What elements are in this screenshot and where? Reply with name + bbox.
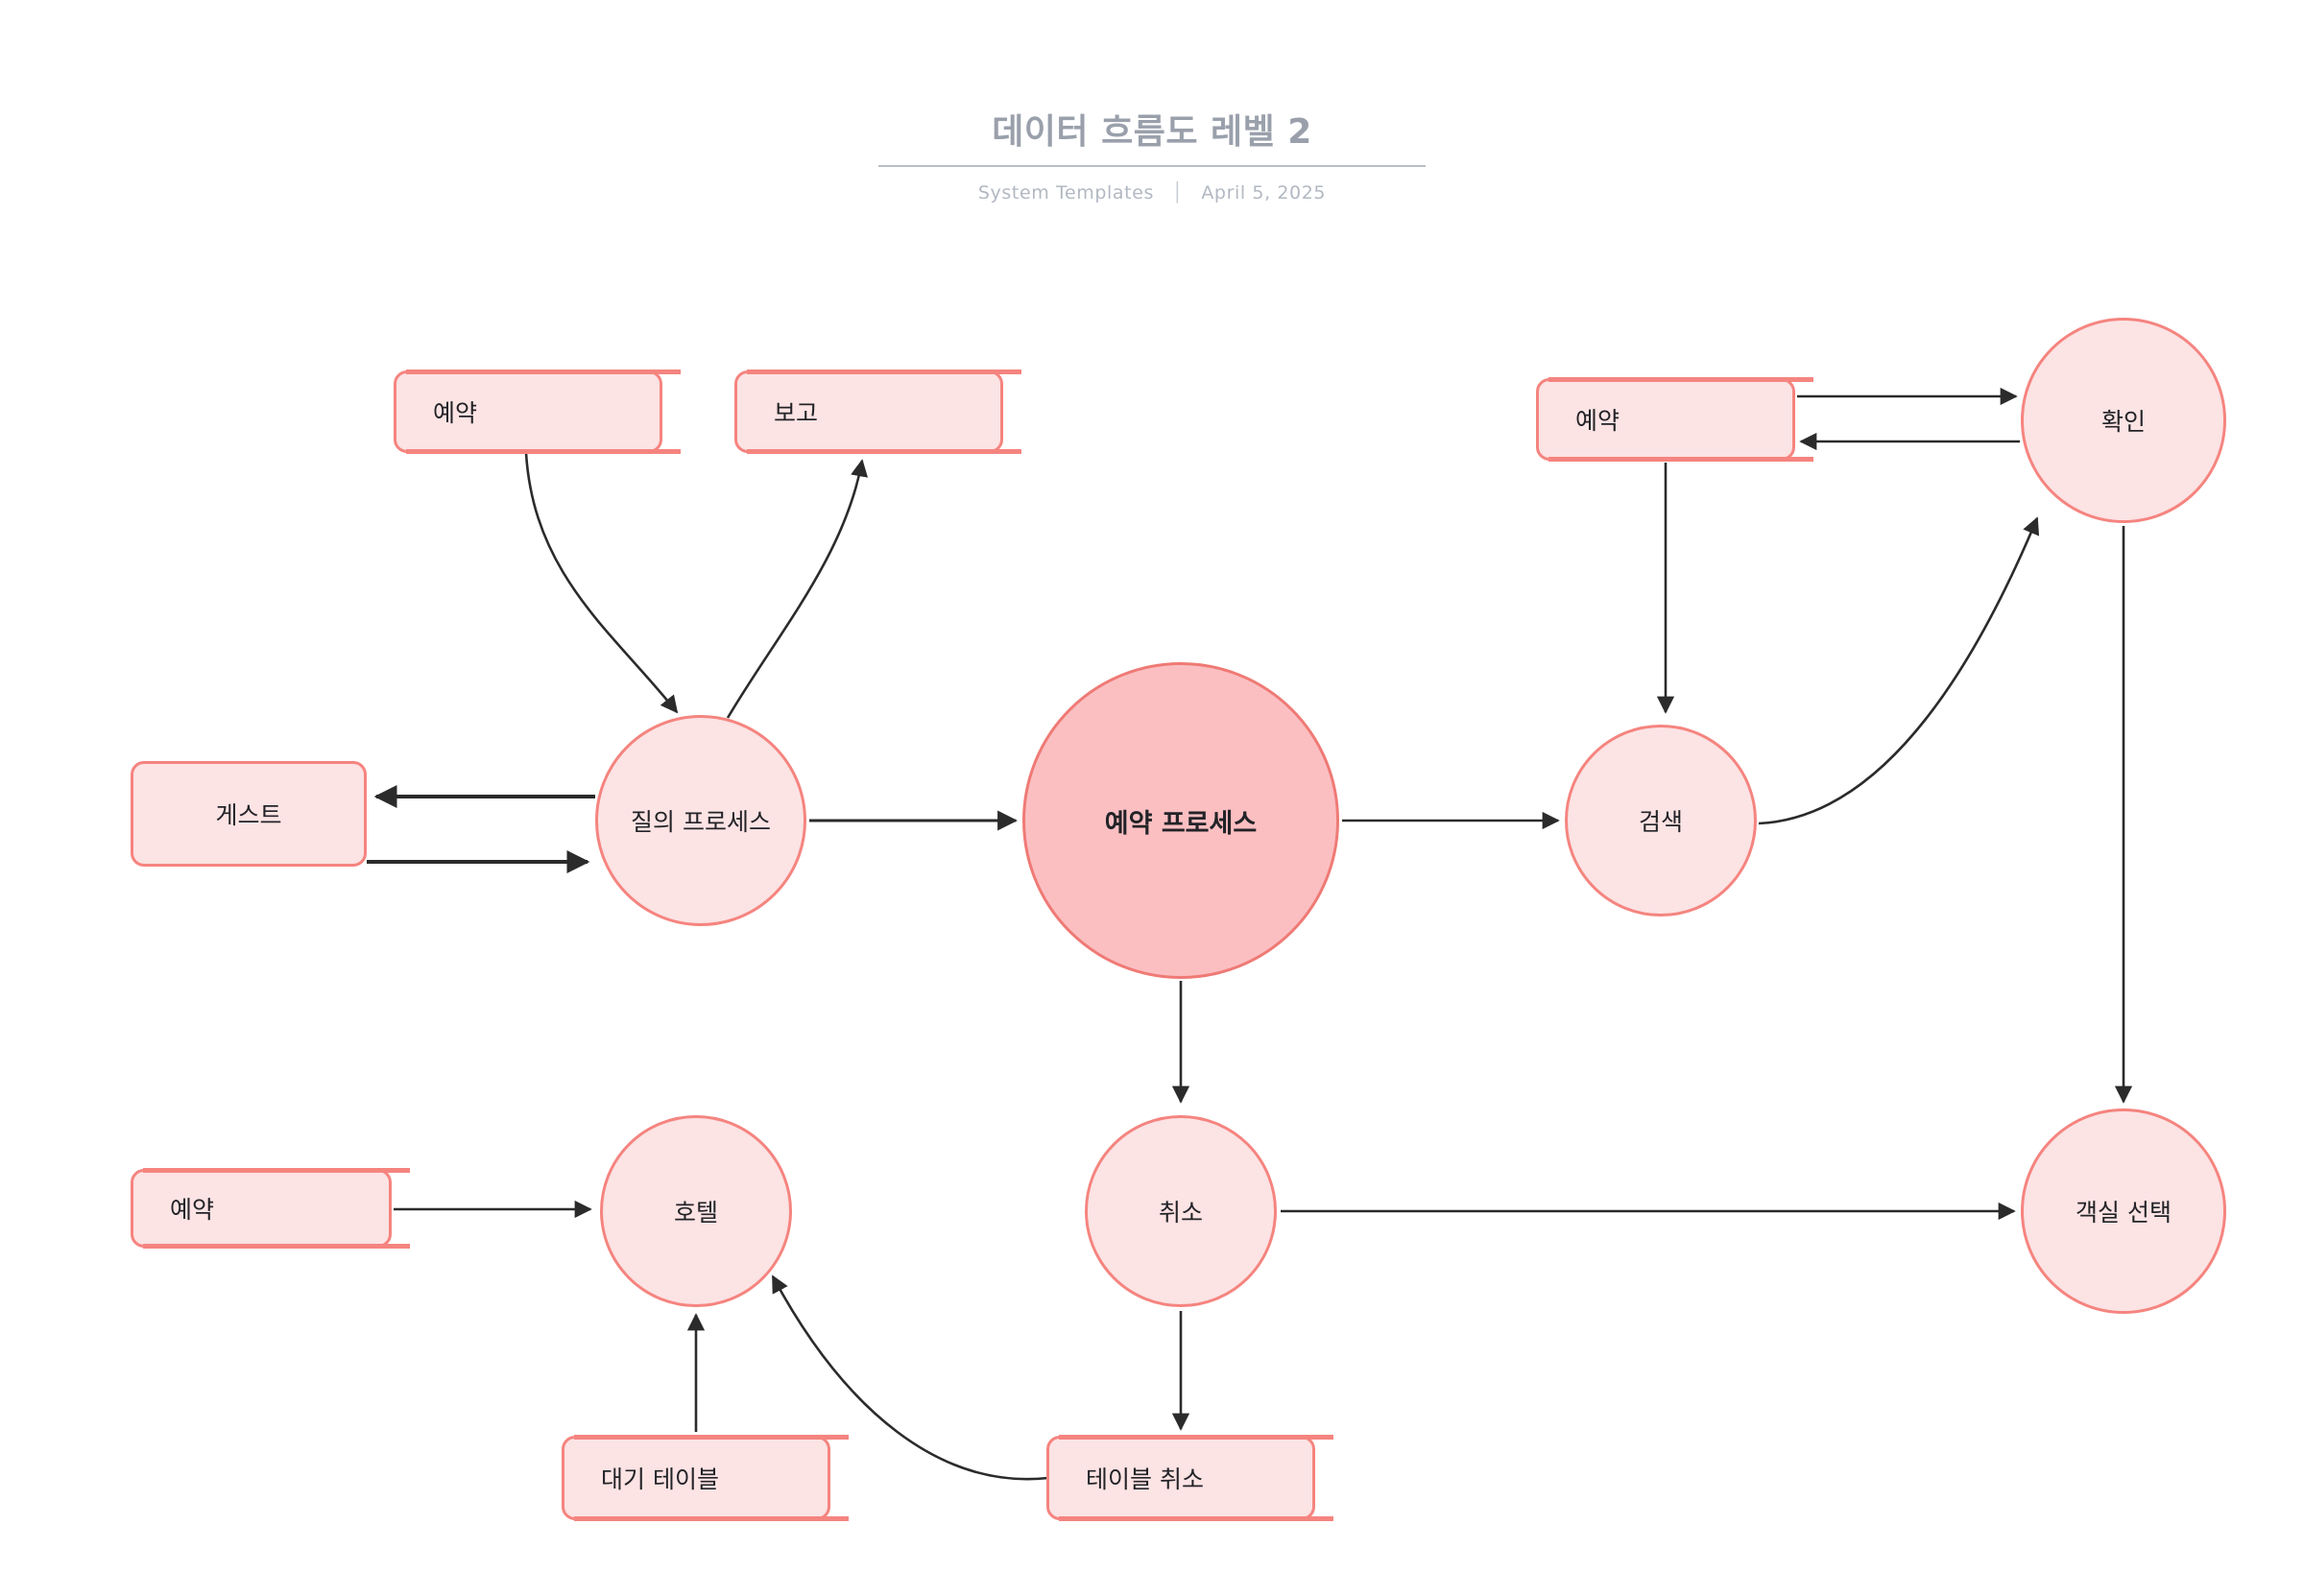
subtitle-source: System Templates [977, 182, 1154, 203]
node-label: 예약 [433, 399, 478, 427]
node-waiting-table[interactable]: 대기 테이블 [562, 1435, 849, 1521]
node-label: 검색 [1638, 808, 1683, 836]
node-guest[interactable]: 게스트 [131, 761, 367, 867]
page-title: 데이터 흐름도 레벨 2 [992, 112, 1312, 152]
node-booking-process[interactable]: 예약 프로세스 [1022, 662, 1339, 979]
node-query-process[interactable]: 질의 프로세스 [595, 715, 806, 926]
node-reservation-right[interactable]: 예약 [1536, 377, 1813, 462]
node-label: 보고 [774, 399, 819, 427]
node-cancel[interactable]: 취소 [1085, 1115, 1277, 1307]
node-label: 취소 [1158, 1199, 1203, 1227]
box-bottom-bar [143, 1244, 410, 1249]
node-label: 예약 [170, 1196, 215, 1224]
node-search[interactable]: 검색 [1565, 725, 1757, 917]
box-bottom-bar [574, 1516, 849, 1521]
node-hotel[interactable]: 호텔 [600, 1115, 792, 1307]
box-top-bar [406, 369, 681, 374]
box-top-bar [1548, 377, 1813, 382]
node-label: 예약 [1575, 407, 1620, 435]
box-top-bar [1059, 1435, 1333, 1440]
edge-reservation-to-query [524, 452, 679, 714]
node-label: 확인 [2100, 408, 2146, 436]
node-label: 게스트 [215, 801, 282, 829]
subtitle-date: April 5, 2025 [1201, 182, 1327, 203]
node-confirm[interactable]: 확인 [2021, 318, 2226, 523]
node-label: 대기 테이블 [601, 1465, 719, 1493]
subtitle-separator: │ [1171, 182, 1184, 203]
node-reservation-left[interactable]: 예약 [131, 1168, 410, 1249]
box-bottom-bar [1548, 457, 1813, 462]
document-subtitle: System Templates │ April 5, 2025 [0, 182, 2304, 203]
box-bottom-bar [1059, 1516, 1333, 1521]
title-divider [878, 165, 1426, 167]
node-label: 예약 프로세스 [1104, 808, 1258, 839]
node-room-select[interactable]: 객실 선택 [2021, 1108, 2226, 1314]
box-top-bar [747, 369, 1021, 374]
node-label: 호텔 [673, 1199, 718, 1227]
node-label: 객실 선택 [2076, 1199, 2172, 1227]
node-label: 테이블 취소 [1086, 1465, 1204, 1493]
node-table-cancel[interactable]: 테이블 취소 [1046, 1435, 1333, 1521]
node-reservation-top-left[interactable]: 예약 [394, 369, 681, 454]
node-report[interactable]: 보고 [734, 369, 1021, 454]
box-bottom-bar [406, 449, 681, 454]
edge-search-to-confirm [1758, 516, 2040, 825]
edge-query-to-report [726, 459, 869, 719]
node-label: 질의 프로세스 [631, 808, 771, 836]
document-header: 데이터 흐름도 레벨 2 System Templates │ April 5,… [0, 0, 2304, 203]
box-top-bar [574, 1435, 849, 1440]
box-bottom-bar [747, 449, 1021, 454]
box-top-bar [143, 1168, 410, 1173]
